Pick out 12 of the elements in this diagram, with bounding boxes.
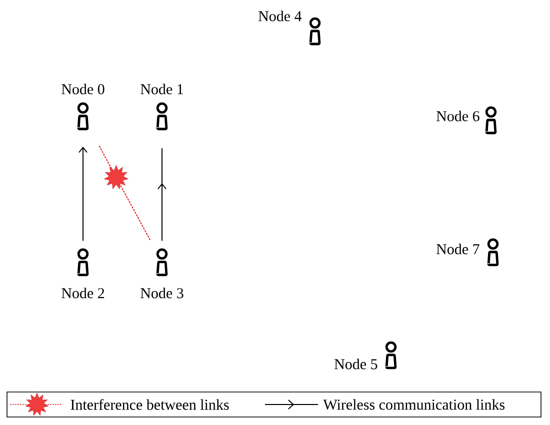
node-label: Node 1 — [140, 84, 183, 94]
legend-text: Wireless communication links — [323, 399, 505, 410]
node-label: Node 5 — [334, 358, 378, 370]
node-label: Node 7 — [436, 244, 480, 254]
node-label: Node 4 — [258, 10, 302, 22]
arrow — [78, 146, 88, 242]
node-label: Node 3 — [140, 288, 184, 298]
node-label: Node 6 — [436, 110, 480, 122]
legend-text: Interference between links — [70, 399, 229, 410]
node-label: Node 0 — [62, 84, 104, 94]
node-label: Node 2 — [62, 288, 104, 298]
interference-line — [98, 144, 151, 240]
